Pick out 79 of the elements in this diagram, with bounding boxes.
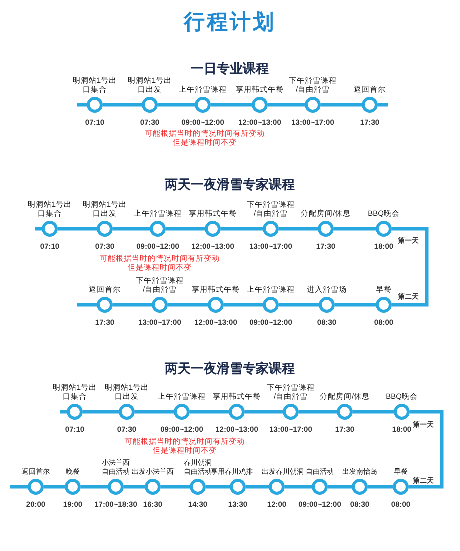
timeline-line (161, 485, 190, 489)
timeline-stop (65, 479, 81, 495)
timeline-line (81, 485, 108, 489)
section-heading: 两天一夜滑雪专家课程 (165, 176, 295, 194)
timeline-line (83, 410, 119, 414)
section-heading: 一日专业课程 (191, 61, 269, 78)
timeline-stop (230, 479, 246, 495)
timeline-stop (28, 479, 44, 495)
timeline-stop (87, 97, 103, 113)
timeline-stop (119, 404, 135, 420)
timeline-line (206, 485, 230, 489)
timeline-line (44, 485, 65, 489)
timeline-line (60, 410, 67, 414)
timeline-line (77, 103, 87, 107)
timeline-stop (337, 404, 353, 420)
timeline-stop (108, 479, 124, 495)
timeline-stop (174, 404, 190, 420)
timeline-stop (283, 404, 299, 420)
timeline-stop (97, 221, 113, 237)
timeline-line (334, 227, 376, 231)
timeline-line (135, 410, 174, 414)
timeline-stop (376, 297, 392, 313)
timeline-stop (312, 479, 328, 495)
timeline-line (378, 103, 388, 107)
timeline-line (168, 303, 208, 307)
timeline-stop (319, 297, 335, 313)
timeline-stop (263, 221, 279, 237)
timeline-stop (208, 297, 224, 313)
timeline-line (77, 303, 97, 307)
timeline-line (392, 227, 429, 307)
timeline-line (58, 227, 97, 231)
timeline-line (328, 485, 352, 489)
timeline-stop (263, 297, 279, 313)
timeline-stop (269, 479, 285, 495)
timeline-line (190, 410, 229, 414)
timeline-stop (318, 221, 334, 237)
timeline-stop (152, 297, 168, 313)
timeline-line (224, 303, 263, 307)
section-heading: 两天一夜滑雪专家课程 (165, 360, 295, 378)
timeline-line (409, 410, 444, 489)
timeline-stop (394, 404, 410, 420)
timeline-line (113, 227, 150, 231)
timeline-line (211, 103, 252, 107)
title: 行程计划 (184, 9, 276, 36)
timeline-stop (252, 97, 268, 113)
timeline-stop (190, 479, 206, 495)
timeline-line (103, 103, 142, 107)
timeline-line (368, 485, 393, 489)
timeline-line (268, 103, 305, 107)
timeline-stop (352, 479, 368, 495)
timeline-stop (393, 479, 409, 495)
timeline-line (353, 410, 394, 414)
timeline-line (335, 303, 376, 307)
timeline-stop (195, 97, 211, 113)
timeline-stop (362, 97, 378, 113)
timeline-stop (376, 221, 392, 237)
timeline-line (321, 103, 362, 107)
timeline-stop (145, 479, 161, 495)
timeline-line (279, 303, 319, 307)
timeline-stop (67, 404, 83, 420)
timeline-stop (150, 221, 166, 237)
timeline-line (10, 485, 28, 489)
timeline-stop (97, 297, 113, 313)
timeline-line (158, 103, 195, 107)
timeline-stop (42, 221, 58, 237)
timeline-line (285, 485, 312, 489)
timeline-stop (229, 404, 245, 420)
timeline-stop (205, 221, 221, 237)
timeline-line (124, 485, 145, 489)
timeline-stop (305, 97, 321, 113)
timeline-line (246, 485, 269, 489)
timeline-line (113, 303, 152, 307)
timeline-line (221, 227, 263, 231)
timeline-line (279, 227, 318, 231)
timeline-line (166, 227, 205, 231)
timeline-line (35, 227, 42, 231)
timeline-stop (142, 97, 158, 113)
timeline-line (299, 410, 337, 414)
timeline-line (245, 410, 283, 414)
